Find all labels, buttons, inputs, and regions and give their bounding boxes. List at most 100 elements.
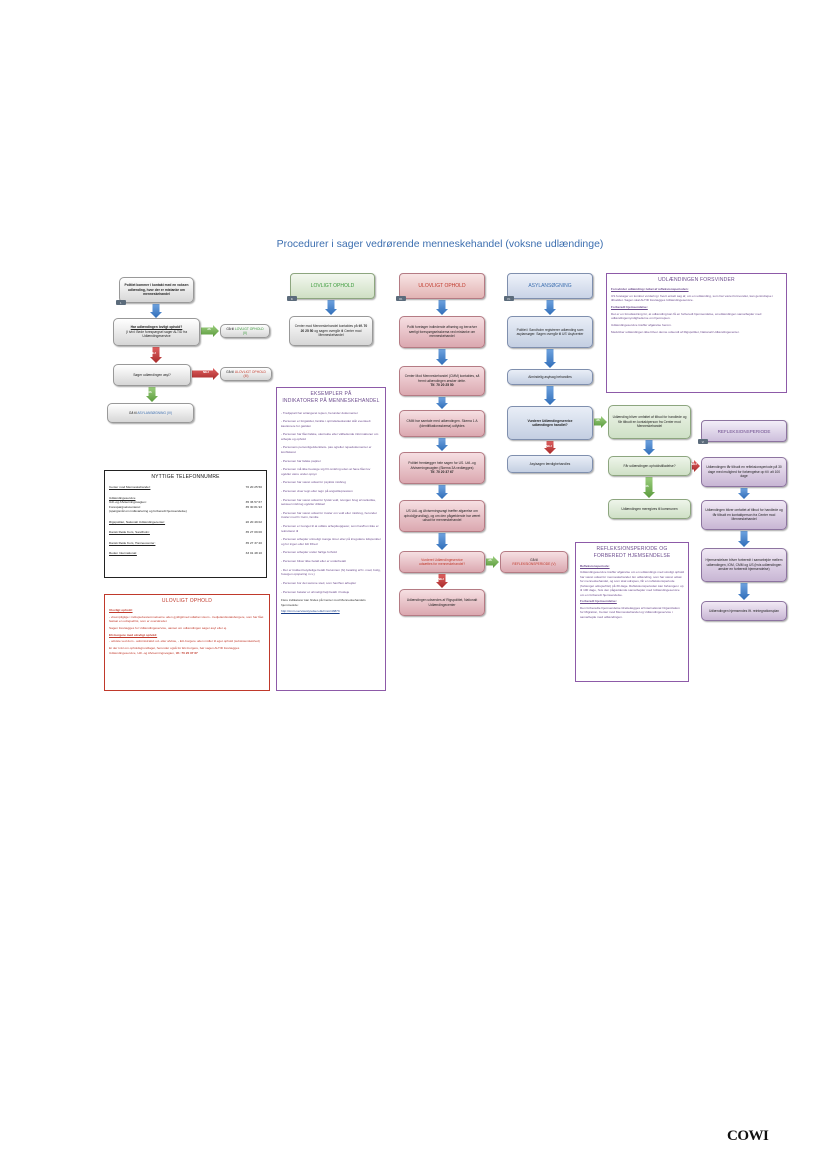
indicators-more: Flere indikatorer kan findes på Center m… xyxy=(281,598,366,607)
indicator-item: - Personen bliver ikke betalt eller er u… xyxy=(281,559,346,564)
page-title: Procedurer i sager vedrørende menneskeha… xyxy=(276,238,604,250)
cmm-contact-c: og sagen overgår til Center mod Menneske… xyxy=(314,328,362,338)
asylum-question-box: Søger udlændingen asyl? xyxy=(113,364,191,386)
indicator-item: - Personen har været udsat for trusler o… xyxy=(281,510,377,520)
municipality-box: Udlændingen meregives til kommunen xyxy=(608,499,691,519)
arrow-offer xyxy=(643,440,655,455)
phone-row: (spørgsmål om indkvartering og forberedt… xyxy=(109,509,262,513)
disappears-p1: US foretager en konkret vurdering i hver… xyxy=(611,293,773,303)
phone-row: Udlændingeservice xyxy=(109,496,262,500)
permit-question-box: Får udlændingen opholdstilladelse? xyxy=(608,456,691,476)
disappears-sub2: Forberedt hjemsendelse: xyxy=(611,305,648,310)
us-asylum-assess-box: Vurderer Udlændingeservice udlændingen h… xyxy=(507,406,593,440)
deported: Udlændingen udsendes af Rigspolitiet, Na… xyxy=(406,598,478,607)
label-illegal-no: NEJ xyxy=(438,577,444,581)
phone-number: 35 27 09 00 xyxy=(245,530,262,535)
cowi-logo: COWI xyxy=(727,1128,769,1144)
indicator-item: - Personen bor det samme sted, som han/h… xyxy=(281,580,357,585)
reflection-info-panel: REFLEKSIONSPERIODE OG FORBEREDT HJEMSEND… xyxy=(575,542,689,682)
phone-number: 35 36 57 67 xyxy=(245,500,262,505)
phone-label: Dansk Røde Kors, Hanneocenter: xyxy=(109,540,156,545)
cmm-contact-box: Center mod Menneskehandel kontaktes på t… xyxy=(289,316,373,346)
us-asylum-assess-a: Vurderer Udlændingeservice xyxy=(527,418,573,423)
indicator-item: - Personen arbejder under farlige forhol… xyxy=(281,550,337,555)
phone-number: 70 20 25 50 xyxy=(245,485,262,490)
phone-rows: Center mod Menneskehandel:70 20 25 50 Udl… xyxy=(109,485,262,555)
asylum-finish: Asylsagen færdigbehandles xyxy=(529,461,571,466)
goto-illegal-box: Gå til ULOVLIGT OPHOLD (III) xyxy=(220,367,272,381)
phone-label: Udlændingeservice xyxy=(109,495,136,500)
cmm-interview: CMM har samtale med udlændingen. Skema 1… xyxy=(406,419,478,428)
phone-number: 35 30 81 93 xyxy=(245,504,262,509)
arrow-legal-no xyxy=(150,347,162,363)
phone-label: (spørgsmål om indkvartering og forberedt… xyxy=(109,509,187,514)
goto-legal-prefix: Gå til xyxy=(226,326,235,331)
permit-question: Får udlændingen opholdstilladelse? xyxy=(623,463,676,468)
label-asylum-yes: JA xyxy=(148,390,152,394)
reflection-contact-box: Udlændingen bliver omfattet af tilbud fo… xyxy=(701,500,787,530)
goto-reflection-box: Gå til REFLEKSIONSPERIODE (V) xyxy=(500,551,568,573)
disappears-p3: Udlændingeservice træffer afgørelse hero… xyxy=(611,322,672,327)
indicators-title-1: EKSEMPLER PÅ xyxy=(310,391,352,397)
phone-row: Udl.-og Afviserningsvagten: 35 36 57 67 xyxy=(109,500,262,504)
arrow-illegal-5 xyxy=(436,485,448,499)
phone-label: Rigspolitiet, Nationalt Udlændingecenter… xyxy=(109,519,166,524)
arrow-asylum-2 xyxy=(544,349,556,368)
illegal-info-p3: - udviste ved dom - administrativt ud- e… xyxy=(109,639,260,644)
asylum-finish-box: Asylsagen færdigbehandles xyxy=(507,455,593,473)
arrow-illegal-header xyxy=(436,300,448,315)
phone-label: Udl.-og Afviserningsvagten: xyxy=(109,500,147,505)
arrow-asylum-yes-2 xyxy=(594,416,607,428)
disappears-title: UDLÆNDINGEN FORSVINDER xyxy=(658,277,735,283)
arrow-refl-4 xyxy=(738,583,750,600)
phone-label: Forespørgselscenteret: xyxy=(109,504,141,509)
offer-box: Udlænding bliver omfattet af tilbud for … xyxy=(608,405,691,439)
arrow-asylum-no-2 xyxy=(544,441,556,454)
arrow-illegal-yes xyxy=(486,556,499,568)
goto-reflection-target: REFLEKSIONSPERIODE (V) xyxy=(512,562,556,566)
arrow-legal-header xyxy=(325,300,337,315)
indicator-item: - Personen er tvunget til at udføre arbe… xyxy=(281,524,379,533)
label-permit-yes: JA xyxy=(645,484,649,488)
disappears-p4: Medvirker udlændingen ikke bliver denne … xyxy=(611,329,740,334)
indicator-item: - Personen har falske papirer xyxy=(281,458,321,463)
arrow-refl-2 xyxy=(738,488,750,499)
tag-2: II. xyxy=(287,296,297,301)
phone-row: Dansk Røde Kors, Sandholm:35 27 09 00 xyxy=(109,530,262,534)
arrow-legal-yes xyxy=(201,325,219,337)
disappears-sub1: Forsvinder udlænding i løbet af refleksi… xyxy=(611,287,689,292)
illegal-info-panel: ULOVLIGT OPHOLD Ulovligt ophold: - visum… xyxy=(104,594,270,691)
arrow-permit-no xyxy=(692,460,700,472)
illegal-info-p2: Sagen forelægges for Udlændingeservice, … xyxy=(109,626,227,631)
illegal-info-p1: - visumpligtige i indrejsebestemmelserne… xyxy=(109,614,264,624)
phone-number: 35 27 37 20 xyxy=(245,540,262,545)
offer-text: Udlænding bliver omfattet af tilbud for … xyxy=(612,415,687,429)
sandholm: Politiet i Sandholm registrerer udlændin… xyxy=(516,327,584,336)
start-text: Politiet kommer i kontakt med en voksen … xyxy=(124,283,189,297)
repatriation-prep-box: Hjemsendelsen bliver forberedt i samarbe… xyxy=(701,548,787,582)
arrow-illegal-no xyxy=(436,574,448,588)
tag-4: IV. xyxy=(504,296,514,301)
phone-row: Center mod Menneskehandel:70 20 25 50 xyxy=(109,485,262,489)
arrow-illegal-2 xyxy=(436,349,448,365)
goto-asylum-box: Gå til ASYLANSØGNING (IV) xyxy=(107,403,194,423)
phone-row: Reden International:33 01 48 10 xyxy=(109,551,262,555)
indicator-item: - Personens personlige/identitets- pas o… xyxy=(281,445,372,454)
disappears-p2: Det er en forudsætning for, at udlænding… xyxy=(611,311,762,321)
indicator-item: - Personen er forgældet, familie i oprin… xyxy=(281,419,371,428)
reflection-offer: Udlændingen får tilbudt en refleksionspe… xyxy=(706,465,782,479)
illegal-info-phone: tlf.: 70 20 37 67 xyxy=(175,650,198,655)
arrow-asylum-no xyxy=(192,368,219,380)
legal-stay-note: (I tvivl: Bede forespørgsel sager ALTID … xyxy=(125,329,188,339)
legal-stay-question: Har udlændingen lovligt ophold? xyxy=(130,325,183,330)
repatriation-box: Udlændingen hjemsendes Ift. reintegratio… xyxy=(701,601,787,621)
phone-row: Rigspolitiet, Nationalt Udlændingecenter… xyxy=(109,520,262,524)
indicator-item: - Personen har været udsat for psykisk m… xyxy=(281,480,346,485)
asylum-case-box: Almindelig asylsag behandles xyxy=(507,369,593,385)
tag-5: V. xyxy=(698,439,708,444)
header-asylum: ASYLANSØGNING xyxy=(507,273,593,299)
us-assessment-b: udsættes for menneskehandel? xyxy=(418,562,466,566)
indicator-item: - Personen må ikke bevæge sig frit omkri… xyxy=(281,467,371,476)
header-illegal-stay: ULOVLIGT OPHOLD xyxy=(399,273,485,299)
indicators-link[interactable]: http://cmm.servicestyrelsen.dk/cmm/43873 xyxy=(281,609,340,614)
